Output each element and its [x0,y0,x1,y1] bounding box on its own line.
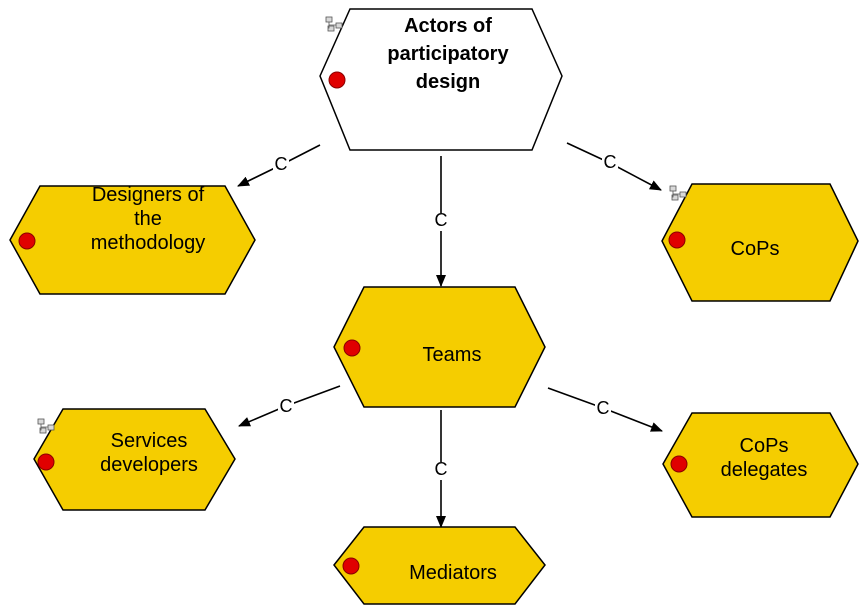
node-cops: CoPs [661,183,859,302]
status-marker-icon [670,455,688,473]
edge-label-backing [278,399,294,417]
node-shape [9,185,256,295]
edge-actors-to-teams: C [433,156,449,287]
hierarchy-icon [669,185,687,201]
node-actors-of-participatory-design: Actors of participatory design [319,8,563,151]
edge-label: C [275,154,288,174]
node-label-line: Actors of [404,15,492,37]
edge-label: C [435,210,448,230]
status-marker-icon [342,557,360,575]
node-shape [333,526,546,605]
edge-teams-to-mediators: C [433,410,449,528]
edges: C C C C C C [237,142,663,528]
node-label-line: the [134,208,162,230]
edge-actors-to-cops: C [566,142,662,191]
status-marker-icon [328,71,346,89]
status-marker-icon [37,453,55,471]
node-label-line: developers [100,454,198,476]
node-label-line: design [416,71,480,93]
node-teams: Teams [333,286,546,408]
node-mediators: Mediators [333,526,546,605]
node-label-line: Services [111,430,188,452]
status-marker-icon [668,231,686,249]
edge-teams-to-delegates: C [547,387,663,432]
edge-label-backing [433,462,449,480]
edge-teams-to-services: C [238,385,341,427]
edge-label-backing [433,213,449,231]
node-label-line: Designers of [92,184,205,206]
edge-label-backing [273,157,289,175]
node-label-line: CoPs [740,435,789,457]
hierarchy-icon [37,418,55,434]
node-label-line: methodology [91,232,206,254]
node-shape [33,408,236,511]
edge-label: C [280,396,293,416]
status-marker-icon [343,339,361,357]
node-label-line: participatory [387,43,509,65]
node-label-line: CoPs [731,238,780,260]
node-shape [661,183,859,302]
node-shape [319,8,563,151]
status-marker-icon [18,232,36,250]
node-label-line: Teams [423,344,482,366]
edge-label: C [435,459,448,479]
node-label-line: Mediators [409,562,497,584]
edge-label-backing [602,155,618,173]
node-label-line: delegates [721,459,808,481]
hierarchy-icon [325,16,343,32]
edge-actors-to-designers: C [237,144,321,187]
edge-label: C [604,152,617,172]
node-shape [333,286,546,408]
edge-label: C [597,398,610,418]
node-shape [662,412,859,518]
edge-label-backing [595,401,611,419]
